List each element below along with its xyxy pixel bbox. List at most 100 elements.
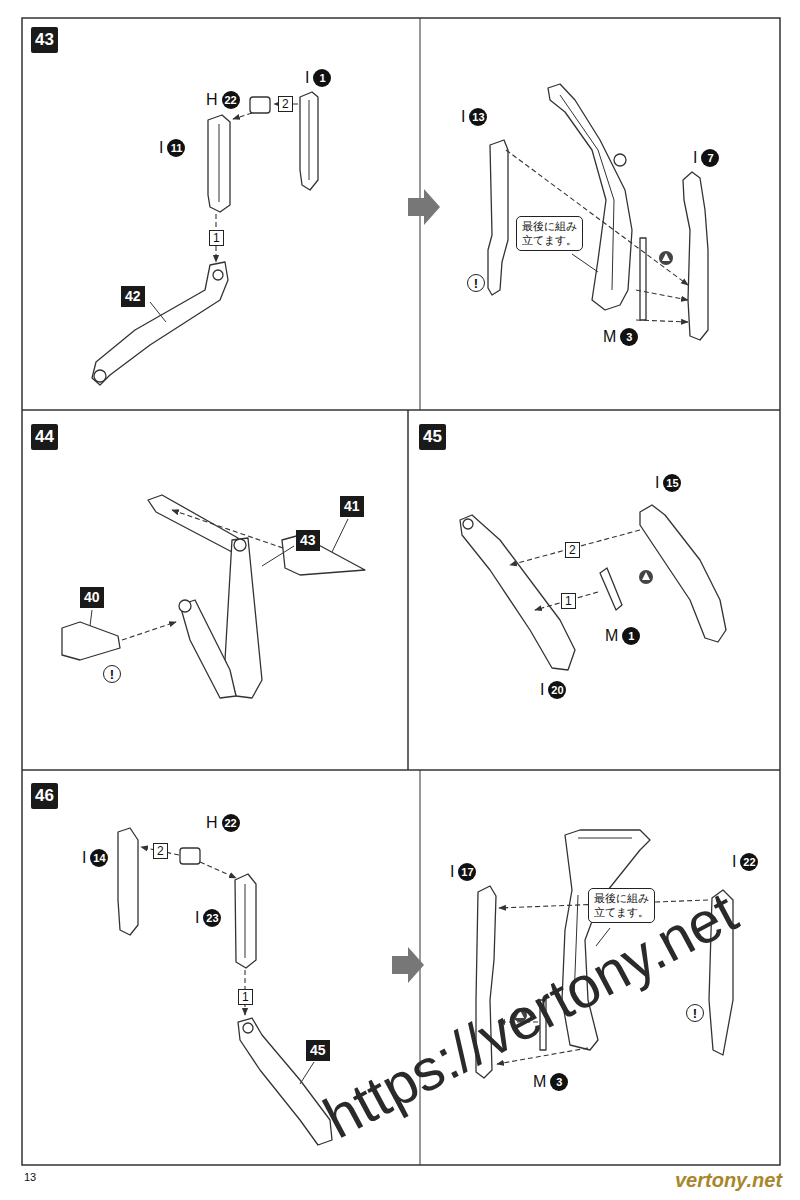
panel-divider (407, 410, 409, 770)
subassembly-number: 40 (80, 587, 104, 608)
hinge-joint (179, 600, 191, 612)
part-shape (235, 874, 256, 968)
hinge-joint (243, 1023, 253, 1033)
part-detail (309, 100, 310, 180)
step-arrow (408, 189, 440, 225)
part-number: 22 (222, 91, 240, 109)
runner-letter: H (205, 814, 219, 832)
assembly-arrow (200, 862, 236, 878)
part-detail (219, 124, 220, 202)
runner-letter: I (654, 474, 660, 492)
part-label: I20 (539, 681, 566, 699)
assembly-arrow (233, 113, 252, 119)
caution-mark: ! (467, 274, 485, 292)
runner-letter: I (304, 69, 310, 87)
runner-letter: I (158, 139, 164, 157)
hinge-joint (213, 270, 223, 280)
runner-letter: H (205, 91, 219, 109)
part-label: I23 (194, 909, 221, 927)
leader-line (300, 1062, 314, 1084)
part-label: H22 (205, 814, 240, 832)
part-number: 1 (313, 69, 331, 87)
order-number: 1 (209, 230, 224, 246)
part-label: I17 (449, 863, 476, 881)
part-shape (250, 97, 270, 113)
part-shape (92, 262, 228, 385)
part-number: 1 (622, 627, 640, 645)
note-text: 最後に組み立てます。 (593, 892, 650, 919)
assembly-shape (148, 495, 238, 552)
order-number-text: 1 (242, 990, 249, 1004)
hinge-joint (94, 370, 106, 382)
part-label: I11 (158, 139, 185, 157)
step-number-text: 46 (35, 786, 54, 806)
part-shape (62, 622, 120, 660)
part-label: M3 (602, 328, 638, 346)
runner-letter: I (194, 909, 200, 927)
caution-mark: ! (103, 665, 121, 683)
subassembly-number: 45 (306, 1040, 330, 1061)
part-label: I13 (460, 108, 487, 126)
subassembly-number: 42 (121, 286, 145, 307)
part-label: I14 (81, 849, 108, 867)
assembly-arrow (636, 290, 688, 300)
subassembly-number-text: 40 (84, 589, 100, 606)
order-number: 1 (561, 593, 576, 609)
part-number: 14 (90, 849, 108, 867)
part-number: 15 (663, 474, 681, 492)
order-number-text: 2 (282, 97, 289, 111)
subassembly-number-text: 45 (310, 1042, 326, 1059)
assembly-arrow (510, 530, 640, 565)
runner-letter: I (460, 108, 466, 126)
leader-line (572, 254, 598, 272)
part-shape (460, 515, 575, 670)
assembly-arrow (122, 622, 176, 640)
assembly-shape (548, 84, 632, 310)
step-number-text: 45 (423, 427, 442, 447)
part-number: 3 (550, 1073, 568, 1091)
note-callout: 最後に組み立てます。 (588, 888, 655, 923)
gate-icon (659, 251, 673, 265)
part-shape (118, 828, 138, 935)
part-label: H22 (205, 91, 240, 109)
panel-divider (22, 409, 780, 411)
runner-letter: I (692, 149, 698, 167)
page-frame (22, 18, 780, 1165)
order-number: 2 (565, 542, 580, 558)
order-number: 1 (238, 989, 253, 1005)
leader-line (332, 519, 348, 552)
part-shape (683, 172, 708, 340)
part-number: 3 (620, 328, 638, 346)
assembly-shape (180, 600, 236, 698)
panel-divider (22, 769, 780, 771)
step-number: 44 (31, 424, 58, 450)
assembly-arrow (535, 592, 598, 610)
part-shape (208, 115, 230, 212)
part-number: 13 (469, 108, 487, 126)
step-number-text: 44 (35, 427, 54, 447)
hinge-joint (463, 519, 473, 529)
part-number: 7 (701, 149, 719, 167)
part-label: I15 (654, 474, 681, 492)
subassembly-number-text: 43 (300, 532, 316, 549)
note-text: 最後に組み立てます。 (521, 220, 578, 247)
hinge-joint (234, 539, 246, 551)
caution-mark: ! (686, 1004, 704, 1022)
part-detail (245, 884, 246, 958)
assembly-arrow (172, 510, 283, 548)
part-label: M3 (532, 1073, 568, 1091)
gate-icon (662, 253, 670, 261)
order-number-text: 1 (565, 594, 572, 608)
runner-letter: M (532, 1073, 547, 1091)
watermark: https://vertony.net (315, 882, 746, 1148)
step-number: 46 (31, 783, 58, 809)
part-label: I7 (692, 149, 719, 167)
part-number: 11 (167, 139, 185, 157)
assembly-arrow (636, 320, 688, 322)
gate-icon (639, 570, 653, 584)
part-shape (640, 505, 726, 642)
gate-icon (642, 572, 650, 580)
caution-text: ! (110, 667, 114, 682)
subassembly-number-text: 41 (344, 498, 360, 515)
part-label: I22 (731, 853, 758, 871)
